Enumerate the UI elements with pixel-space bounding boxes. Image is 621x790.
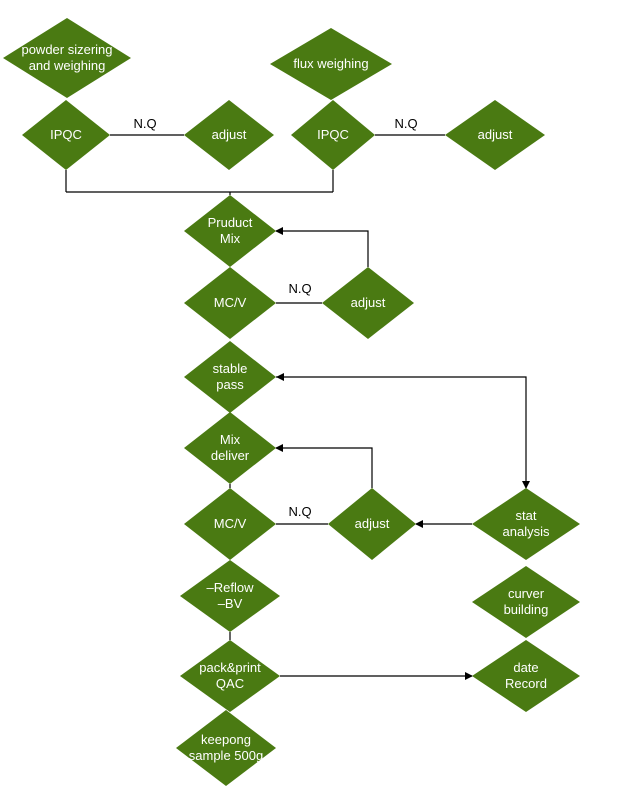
node-adjust3: adjust [322, 267, 414, 339]
edge-label-nq3: N.Q [288, 281, 311, 296]
node-shape-flux [270, 28, 392, 100]
node-mcv2: MC/V [184, 488, 276, 560]
node-label-reflow-bv: –Reflow [207, 580, 255, 595]
node-shape-keeping-sample [176, 710, 276, 786]
edge-label-nq4: N.Q [288, 504, 311, 519]
node-mcv1: MC/V [184, 267, 276, 339]
node-label-stable-pass: pass [216, 377, 244, 392]
node-label-stat-analysis: stat [516, 508, 537, 523]
node-shape-stat-analysis [472, 488, 580, 560]
node-label-curver-building: building [504, 602, 549, 617]
node-shape-mcv2 [184, 488, 276, 560]
edge-adjust3-product-mix [275, 227, 369, 267]
edge-label-nq1: N.Q [133, 116, 156, 131]
edge-adjust4-mix-deliver [275, 444, 373, 488]
node-label-product-mix: Pruduct [208, 215, 253, 230]
node-label-product-mix: Mix [220, 231, 241, 246]
node-label-pack-print: QAC [216, 676, 244, 691]
node-label-stable-pass: stable [213, 361, 248, 376]
edge-stable-pass-stat-analysis [276, 376, 530, 489]
node-shape-adjust1 [184, 100, 274, 170]
node-label-date-record: date [513, 660, 538, 675]
node-label-adjust1: adjust [212, 127, 247, 142]
node-ipqc1: IPQC [22, 100, 110, 170]
node-label-mix-deliver: Mix [220, 432, 241, 447]
node-shape-product-mix [184, 195, 276, 267]
edge-label-nq2: N.Q [394, 116, 417, 131]
node-shape-stable-pass [184, 341, 276, 413]
node-shape-adjust2 [445, 100, 545, 170]
node-label-ipqc2: IPQC [317, 127, 349, 142]
node-label-keeping-sample: keepong [201, 732, 251, 747]
node-shape-ipqc1 [22, 100, 110, 170]
node-shape-adjust3 [322, 267, 414, 339]
node-label-stat-analysis: analysis [503, 524, 550, 539]
node-label-powder: powder sizering [21, 42, 112, 57]
node-label-date-record: Record [505, 676, 547, 691]
node-label-adjust3: adjust [351, 295, 386, 310]
node-shape-powder [3, 18, 131, 98]
node-adjust4: adjust [328, 488, 416, 560]
node-shape-mix-deliver [184, 412, 276, 484]
node-label-keeping-sample: sample 500g [189, 748, 263, 763]
node-shape-reflow-bv [180, 560, 280, 632]
node-shape-date-record [472, 640, 580, 712]
node-label-mix-deliver: deliver [211, 448, 250, 463]
node-label-ipqc1: IPQC [50, 127, 82, 142]
node-label-powder: and weighing [29, 58, 106, 73]
node-label-pack-print: pack&print [199, 660, 261, 675]
node-label-adjust2: adjust [478, 127, 513, 142]
node-label-flux: flux weighing [293, 56, 368, 71]
node-reflow-bv: –Reflow–BV [180, 560, 280, 632]
node-shape-pack-print [180, 640, 280, 712]
node-shape-ipqc2 [291, 100, 375, 170]
node-label-curver-building: curver [508, 586, 545, 601]
node-adjust2: adjust [445, 100, 545, 170]
node-shape-adjust4 [328, 488, 416, 560]
node-adjust1: adjust [184, 100, 274, 170]
node-label-adjust4: adjust [355, 516, 390, 531]
node-shape-curver-building [472, 566, 580, 638]
node-ipqc2: IPQC [291, 100, 375, 170]
node-label-mcv2: MC/V [214, 516, 247, 531]
node-shape-mcv1 [184, 267, 276, 339]
node-flux: flux weighing [270, 28, 392, 100]
node-label-mcv1: MC/V [214, 295, 247, 310]
node-label-reflow-bv: –BV [218, 596, 243, 611]
